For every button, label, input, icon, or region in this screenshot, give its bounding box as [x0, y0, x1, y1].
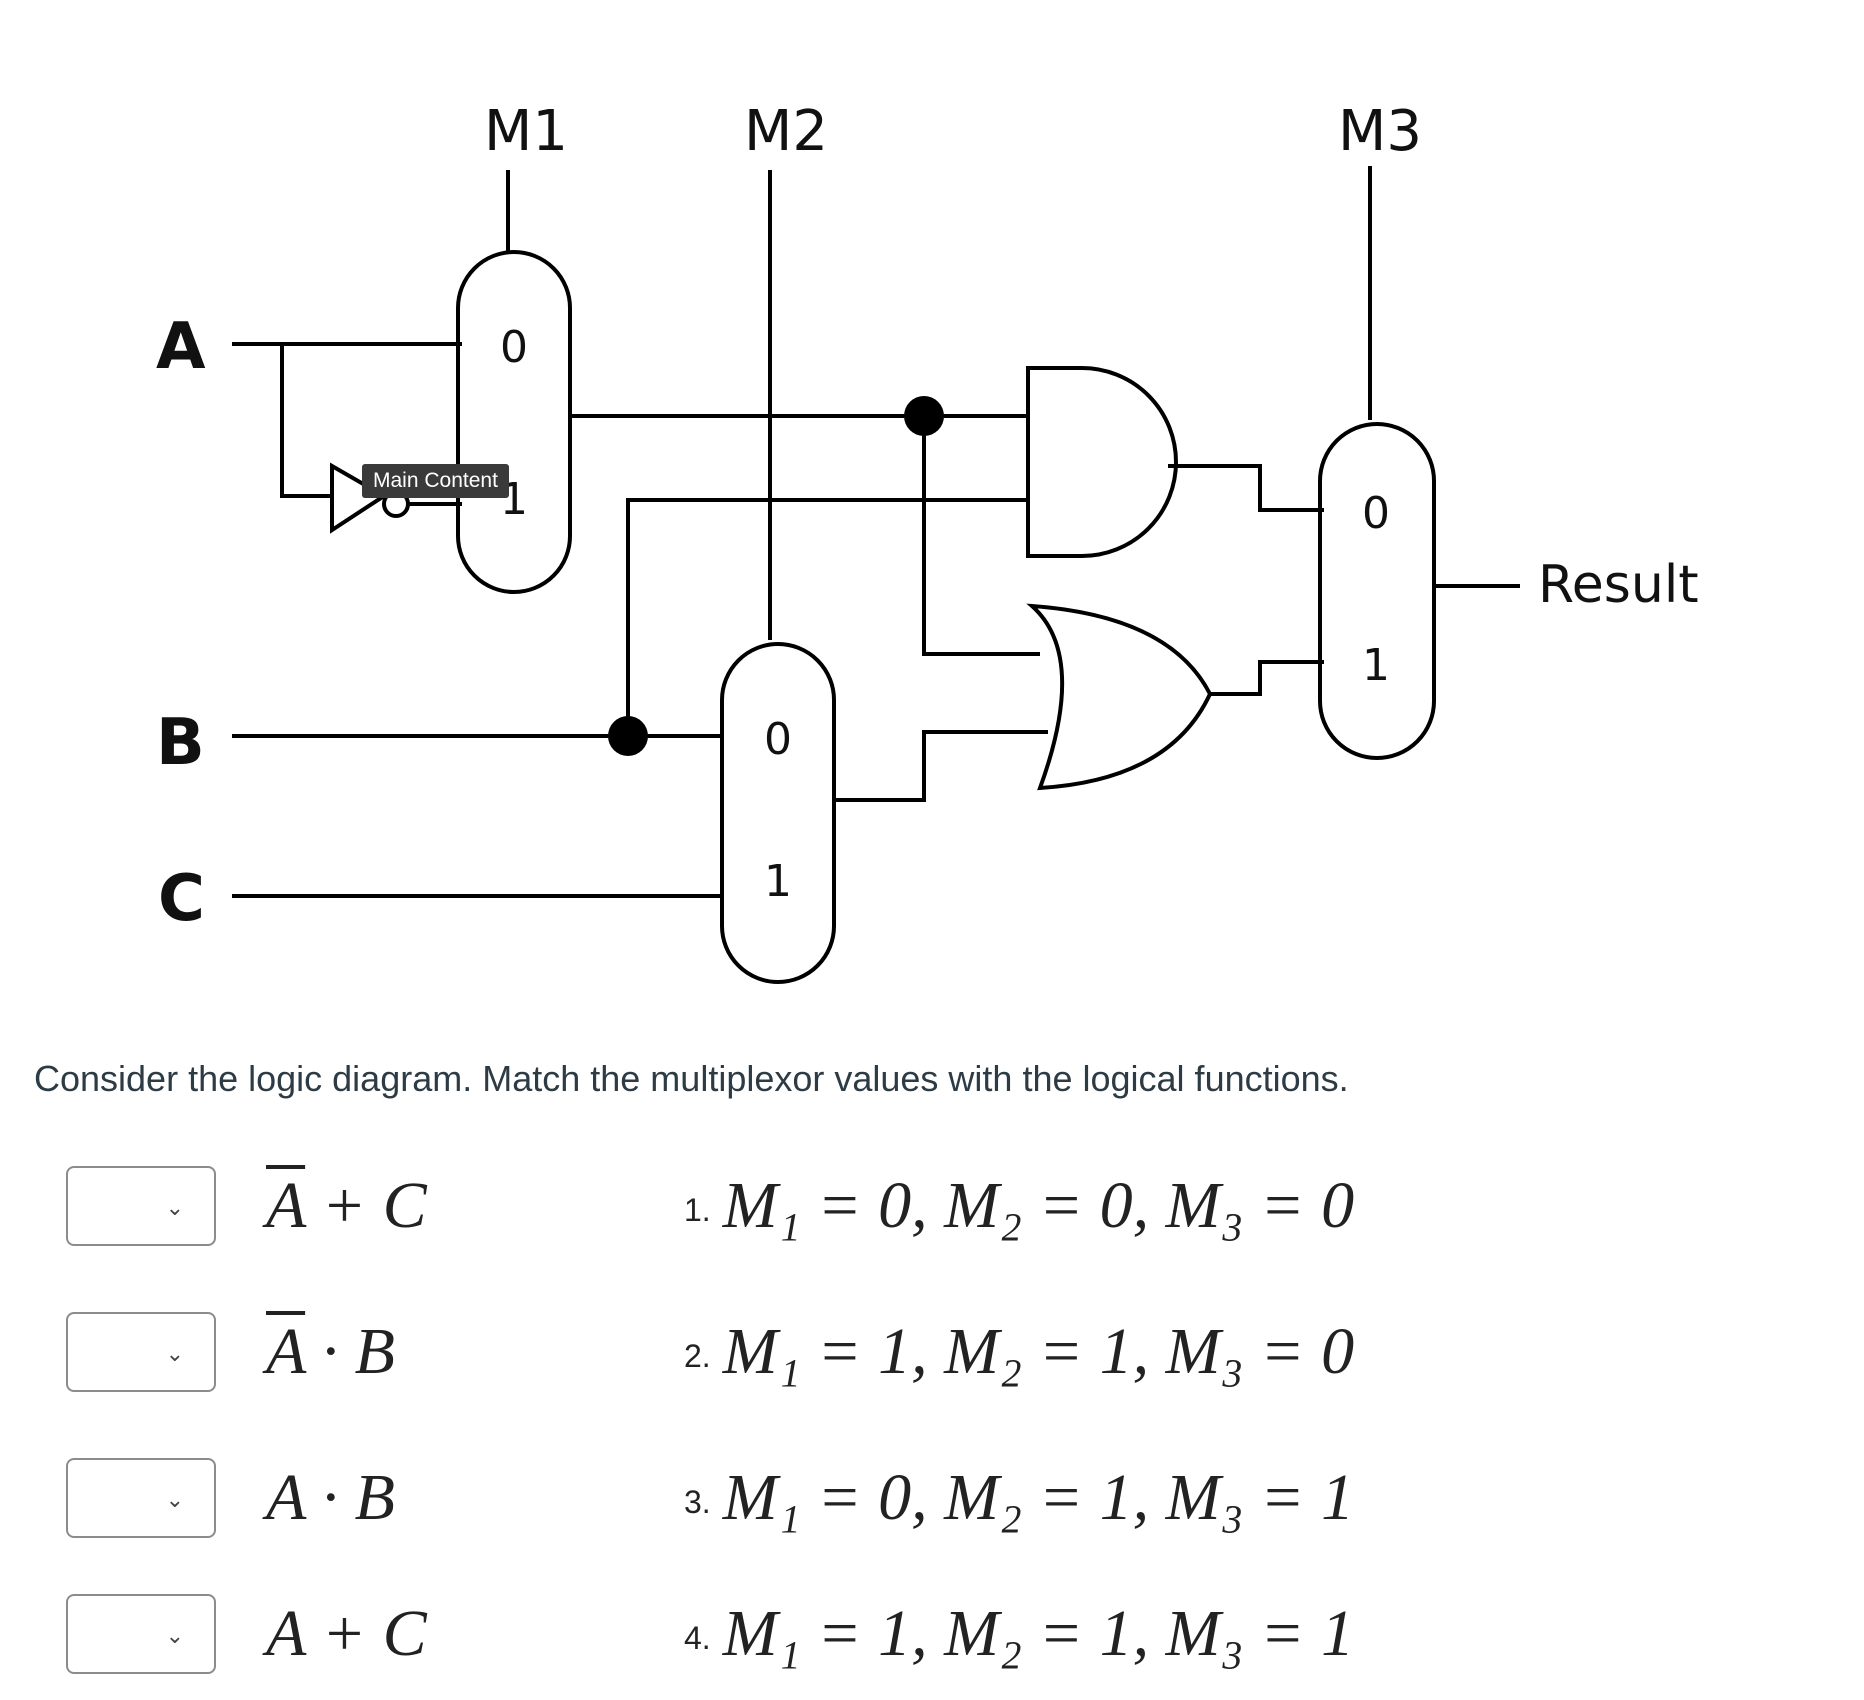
mux2-input-1-label: 1: [764, 856, 792, 907]
wire-a-branch: [280, 344, 332, 498]
mux-label-m3: M3: [1338, 99, 1422, 164]
match-expression-3: A · B: [266, 1458, 395, 1538]
overlined-term: A: [266, 1315, 306, 1388]
mux-1: [456, 250, 572, 594]
answer-dropdown-2[interactable]: ⌄: [66, 1312, 216, 1392]
input-label-c: C: [158, 862, 205, 936]
match-row: ⌄ A + C 1. M₁ = 0, M₂ = 0, M₃ = 0: [0, 1166, 1864, 1256]
wire-b-to-and: [626, 498, 1028, 736]
match-expression-4: A + C: [266, 1594, 427, 1674]
match-row: ⌄ A · B 3. M₁ = 0, M₂ = 1, M₃ = 1: [0, 1458, 1864, 1548]
option-formula: M₁ = 0, M₂ = 0, M₃ = 0: [722, 1169, 1355, 1242]
expression-term: · B: [305, 1315, 395, 1388]
option-number: 2.: [684, 1338, 711, 1374]
expression-term: A + C: [266, 1597, 427, 1670]
tooltip-main-content: Main Content: [362, 464, 509, 498]
option-formula: M₁ = 0, M₂ = 1, M₃ = 1: [722, 1461, 1355, 1534]
chevron-down-icon: ⌄: [165, 1488, 184, 1513]
wire-and-out: [1168, 464, 1324, 512]
match-expression-1: A + C: [266, 1166, 427, 1246]
option-number: 3.: [684, 1484, 711, 1520]
option-number: 1.: [684, 1192, 711, 1228]
mux-label-m1: M1: [484, 99, 568, 164]
option-2: 2. M₁ = 1, M₂ = 1, M₃ = 0: [684, 1312, 1354, 1392]
mux3-input-1-label: 1: [1362, 640, 1390, 691]
question-text: Consider the logic diagram. Match the mu…: [34, 1058, 1349, 1099]
logic-diagram: M1 M2 M3 A B C 0 1 0 1 0 1 Result: [156, 99, 1699, 984]
input-label-b: B: [156, 706, 205, 780]
option-4: 4. M₁ = 1, M₂ = 1, M₃ = 1: [684, 1594, 1354, 1674]
wire-or-out: [1210, 660, 1324, 696]
and-gate: [1026, 366, 1178, 558]
expression-term: + C: [305, 1169, 427, 1242]
option-number: 4.: [684, 1620, 711, 1656]
chevron-down-icon: ⌄: [165, 1342, 184, 1367]
answer-dropdown-3[interactable]: ⌄: [66, 1458, 216, 1538]
option-formula: M₁ = 1, M₂ = 1, M₃ = 1: [722, 1597, 1355, 1670]
expression-term: A · B: [266, 1461, 395, 1534]
mux-3: [1318, 422, 1436, 760]
input-label-a: A: [156, 310, 206, 384]
mux2-input-0-label: 0: [764, 714, 792, 765]
wire-mux2-out: [836, 730, 1048, 802]
inverter-triangle: [330, 462, 388, 534]
answer-dropdown-4[interactable]: ⌄: [66, 1594, 216, 1674]
mux3-input-0-label: 0: [1362, 488, 1390, 539]
answer-dropdown-1[interactable]: ⌄: [66, 1166, 216, 1246]
match-row: ⌄ A · B 2. M₁ = 1, M₂ = 1, M₃ = 0: [0, 1312, 1864, 1402]
or-gate: [1026, 603, 1213, 791]
chevron-down-icon: ⌄: [165, 1196, 184, 1221]
chevron-down-icon: ⌄: [165, 1624, 184, 1649]
match-row: ⌄ A + C 4. M₁ = 1, M₂ = 1, M₃ = 1: [0, 1594, 1864, 1684]
mux-label-m2: M2: [744, 99, 828, 164]
option-3: 3. M₁ = 0, M₂ = 1, M₃ = 1: [684, 1458, 1354, 1538]
result-label: Result: [1538, 555, 1699, 615]
match-expression-2: A · B: [266, 1312, 395, 1392]
wire-mux1-to-or: [922, 416, 1040, 656]
overlined-term: A: [266, 1169, 306, 1242]
option-1: 1. M₁ = 0, M₂ = 0, M₃ = 0: [684, 1166, 1354, 1246]
option-formula: M₁ = 1, M₂ = 1, M₃ = 0: [722, 1315, 1355, 1388]
mux-2: [720, 642, 836, 984]
mux1-input-0-label: 0: [500, 322, 528, 373]
